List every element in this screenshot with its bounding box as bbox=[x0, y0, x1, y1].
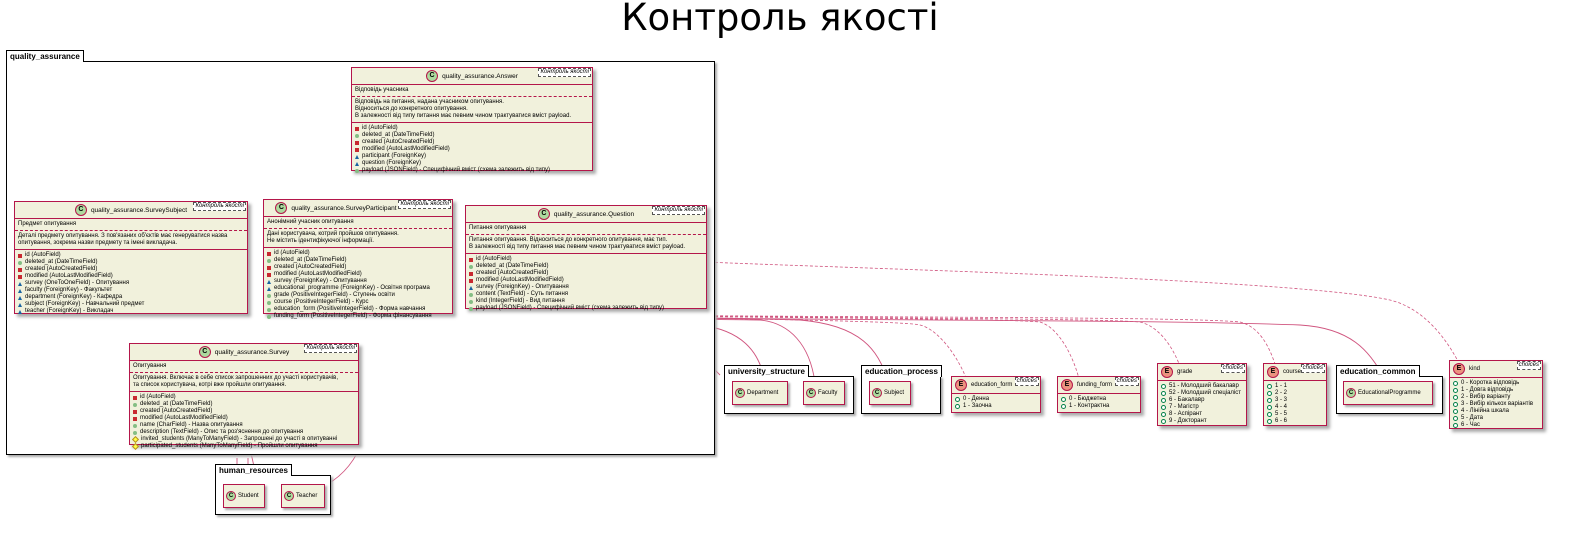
class-fields: id (AutoField) deleted_at (DateTimeField… bbox=[15, 250, 247, 317]
enum-icon: E bbox=[1453, 363, 1465, 375]
enum-name: kind bbox=[1469, 365, 1481, 372]
class-icon: C bbox=[275, 202, 288, 214]
enum-icon: E bbox=[1061, 379, 1073, 391]
class-icon: C bbox=[872, 388, 882, 398]
class-header: C quality_assurance.Question Контроль як… bbox=[466, 206, 706, 223]
stereotype: Контроль якості bbox=[538, 68, 591, 77]
class-icon: C bbox=[426, 70, 439, 82]
stereotype: choices bbox=[1014, 377, 1039, 386]
class-verbose: Анонімний учасник опитування bbox=[267, 219, 354, 225]
stereotype: choices bbox=[1114, 377, 1139, 386]
class-header: C quality_assurance.Answer Контроль якос… bbox=[352, 68, 592, 85]
package-label: quality_assurance bbox=[6, 50, 84, 62]
enum-course[interactable]: E course choices 1 - 1 2 - 2 3 - 3 4 - 4… bbox=[1263, 363, 1327, 426]
enum-values: 0 - Денна 1 - Заочна bbox=[952, 394, 1040, 412]
stereotype: Контроль якості bbox=[398, 200, 451, 209]
class-icon: C bbox=[226, 491, 236, 501]
class-doc: Відповідь на питання, надана учасником о… bbox=[352, 97, 592, 123]
enum-name: education_form bbox=[971, 381, 1013, 388]
class-doc: Деталі предмету опитування. З пов'язаних… bbox=[15, 231, 247, 250]
stereotype: choices bbox=[1516, 361, 1541, 370]
enum-icon: E bbox=[1161, 366, 1173, 378]
enum-header: E grade choices bbox=[1158, 364, 1246, 381]
class-name: quality_assurance.Question bbox=[553, 210, 635, 218]
enum-name: funding_form bbox=[1077, 381, 1113, 388]
class-verbose: Відповідь учасника bbox=[355, 87, 409, 93]
stereotype: Контроль якості bbox=[304, 344, 357, 353]
class-survey[interactable]: C quality_assurance.Survey Контроль якос… bbox=[129, 343, 359, 451]
class-fields: id (AutoField) deleted_at (DateTimeField… bbox=[352, 123, 592, 176]
class-header: C quality_assurance.SurveySubject Контро… bbox=[15, 202, 247, 219]
stereotype: Контроль якості bbox=[652, 206, 705, 215]
class-verbose: Предмет опитування bbox=[18, 221, 77, 227]
class-icon: C bbox=[806, 388, 816, 398]
enum-header: E course choices bbox=[1264, 364, 1326, 381]
package-label: university_structure bbox=[724, 365, 809, 377]
stereotype: Контроль якості bbox=[193, 202, 246, 211]
enum-header: E kind choices bbox=[1450, 361, 1542, 378]
enum-kind[interactable]: E kind choices 0 - Коротка відповідь 1 -… bbox=[1449, 360, 1543, 429]
class-name: quality_assurance.Answer bbox=[442, 72, 518, 80]
class-doc: Опитування. Включає в себе список запрош… bbox=[130, 373, 358, 392]
class-survey-subject[interactable]: C quality_assurance.SurveySubject Контро… bbox=[14, 201, 248, 314]
enum-header: E education_form choices bbox=[952, 377, 1040, 394]
enum-name: grade bbox=[1177, 368, 1193, 375]
diagram-title: Контроль якості bbox=[621, 0, 939, 39]
package-label: human_resources bbox=[215, 464, 292, 476]
class-verbose: Опитування bbox=[133, 363, 167, 369]
class-name: quality_assurance.Survey bbox=[214, 348, 290, 356]
package-label: education_process bbox=[861, 365, 942, 377]
enum-grade[interactable]: E grade choices 51 - Молодший бакалавр 5… bbox=[1157, 363, 1247, 426]
class-icon: C bbox=[1346, 388, 1356, 398]
class-icon: C bbox=[537, 208, 550, 220]
class-icon: C bbox=[198, 346, 211, 358]
package-label: education_common bbox=[1336, 365, 1420, 377]
enum-icon: E bbox=[955, 379, 967, 391]
class-verbose: Питання опитування bbox=[469, 225, 527, 231]
class-fields: id (AutoField) deleted_at (DateTimeField… bbox=[466, 254, 706, 314]
class-name: quality_assurance.SurveyParticipant bbox=[291, 204, 397, 212]
enum-values: 51 - Молодший бакалавр 52 - Молодший спе… bbox=[1158, 381, 1246, 427]
class-icon: C bbox=[74, 204, 87, 216]
enum-education-form[interactable]: E education_form choices 0 - Денна 1 - З… bbox=[951, 376, 1041, 413]
enum-funding-form[interactable]: E funding_form choices 0 - Бюджетна 1 - … bbox=[1057, 376, 1141, 413]
stereotype: choices bbox=[1300, 364, 1325, 373]
enum-icon: E bbox=[1267, 366, 1279, 378]
class-question[interactable]: C quality_assurance.Question Контроль як… bbox=[465, 205, 707, 311]
enum-header: E funding_form choices bbox=[1058, 377, 1140, 394]
class-icon: C bbox=[284, 491, 294, 501]
enum-values: 0 - Бюджетна 1 - Контрактна bbox=[1058, 394, 1140, 412]
class-answer[interactable]: C quality_assurance.Answer Контроль якос… bbox=[351, 67, 593, 173]
stereotype: choices bbox=[1220, 364, 1245, 373]
class-doc: Дані користувача, котрий пройшов опитува… bbox=[264, 229, 452, 248]
class-fields: id (AutoField) deleted_at (DateTimeField… bbox=[264, 248, 452, 322]
class-name: quality_assurance.SurveySubject bbox=[90, 206, 188, 214]
class-header: C quality_assurance.Survey Контроль якос… bbox=[130, 344, 358, 361]
enum-values: 1 - 1 2 - 2 3 - 3 4 - 4 5 - 5 6 - 6 bbox=[1264, 381, 1326, 427]
class-survey-participant[interactable]: C quality_assurance.SurveyParticipant Ко… bbox=[263, 199, 453, 319]
class-header: C quality_assurance.SurveyParticipant Ко… bbox=[264, 200, 452, 217]
class-icon: C bbox=[735, 388, 745, 398]
enum-name: course bbox=[1283, 368, 1302, 375]
class-fields: id (AutoField) deleted_at (DateTimeField… bbox=[130, 392, 358, 452]
class-doc: Питання опитування. Відноситься до конкр… bbox=[466, 235, 706, 254]
enum-values: 0 - Коротка відповідь 1 - Довга відповід… bbox=[1450, 378, 1542, 431]
